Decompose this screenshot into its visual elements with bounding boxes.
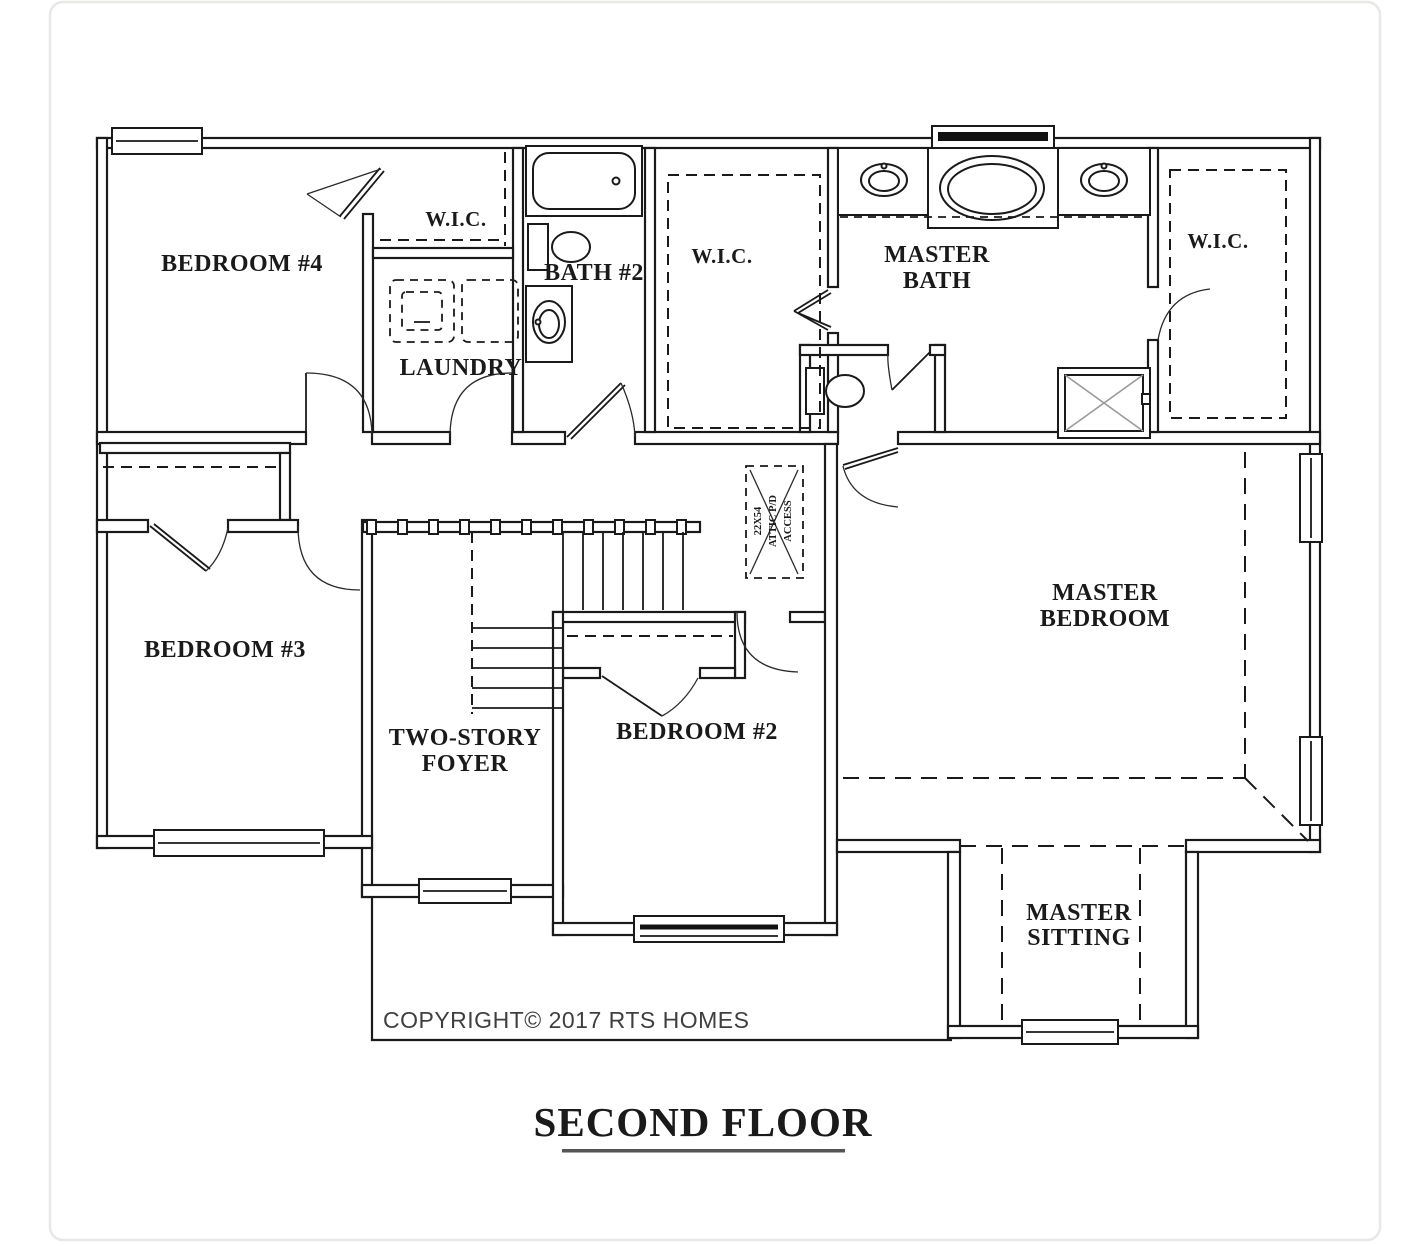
window-master-bedroom-right-lower	[1299, 736, 1323, 826]
door-bath2	[566, 382, 636, 440]
room-label-laundry: LAUNDRY	[400, 355, 523, 381]
toilet-bath2	[527, 223, 591, 271]
vanity-sink-master-right	[1057, 147, 1151, 216]
washer-icon	[389, 279, 455, 343]
window-bedroom4-top	[111, 127, 203, 155]
room-label-master-sitting-1: MASTER	[1026, 900, 1132, 926]
master-sitting-dash	[960, 845, 1186, 1026]
room-label-master-sitting-2: SITTING	[1027, 925, 1131, 951]
door-wic-right	[1157, 288, 1211, 341]
room-label-master-bedroom-1: MASTER	[1052, 580, 1158, 606]
wic-left-shelf-dash	[667, 174, 821, 429]
room-label-foyer-2: FOYER	[422, 751, 509, 777]
stair-treads-upper	[562, 532, 684, 612]
dashed-lines	[103, 152, 1309, 1026]
door-wic-left-bifold	[793, 289, 832, 331]
stairs	[361, 519, 702, 714]
toilet-master	[805, 367, 865, 415]
window-bedroom3-bottom	[153, 829, 325, 857]
room-label-bath2: BATH #2	[544, 260, 644, 286]
window-master-sitting-bottom	[1021, 1019, 1119, 1045]
fixtures	[389, 145, 1151, 439]
shower-master	[1057, 367, 1151, 439]
room-label-bedroom4: BEDROOM #4	[161, 251, 323, 277]
sink-vanity-bath2	[525, 285, 573, 363]
door-bedroom3	[297, 525, 361, 591]
room-labels: BEDROOM #4 W.I.C. LAUNDRY BATH #2 W.I.C.…	[144, 207, 1248, 951]
plan-title: SECOND FLOOR	[534, 1099, 873, 1153]
room-label-bedroom2: BEDROOM #2	[616, 719, 778, 745]
room-label-foyer-1: TWO-STORY	[389, 725, 542, 751]
plan-title-underline	[562, 1149, 845, 1153]
master-tray-ceiling-dash	[843, 452, 1309, 842]
plan-title-text: SECOND FLOOR	[534, 1099, 873, 1145]
attic-access-symbol	[745, 465, 804, 579]
room-label-wic-left: W.I.C.	[691, 244, 752, 268]
wic-right-shelf-dash	[1169, 169, 1287, 419]
door-laundry	[449, 372, 513, 438]
attic-access-label-3: ACCESS	[783, 500, 794, 542]
garden-tub-master	[927, 147, 1059, 229]
attic-access-label-1: 22X54	[753, 506, 764, 535]
room-label-master-bath-2: BATH	[903, 268, 971, 294]
room-label-wic-right: W.I.C.	[1187, 229, 1248, 253]
dryer-icon	[461, 279, 519, 343]
stair-treads-lower	[472, 627, 563, 709]
window-master-bedroom-right-upper	[1299, 453, 1323, 543]
room-label-master-bath-1: MASTER	[884, 242, 990, 268]
windows	[111, 125, 1323, 1045]
door-master-toilet	[887, 351, 931, 391]
door-master-bedroom	[842, 447, 899, 508]
door-bedroom3-closet	[149, 523, 229, 572]
attic-access-label-2: ATTIC P/D	[768, 495, 779, 547]
bathtub-bath2	[525, 145, 643, 217]
window-bedroom2-bottom	[633, 915, 785, 943]
window-foyer-bottom	[418, 878, 512, 904]
room-label-bedroom4-wic: W.I.C.	[425, 207, 486, 231]
room-label-bedroom3: BEDROOM #3	[144, 637, 306, 663]
doors	[149, 167, 1211, 717]
door-bedroom2-closet	[601, 675, 699, 717]
door-bedroom4	[305, 372, 373, 438]
roof-outline-below	[370, 897, 952, 1042]
copyright-text: COPYRIGHT© 2017 RTS HOMES	[383, 1007, 749, 1033]
vanity-sink-master-left	[837, 147, 931, 216]
door-bedroom2	[736, 611, 799, 673]
railing-balusters	[366, 519, 687, 535]
room-label-master-bedroom-2: BEDROOM	[1040, 606, 1170, 632]
door-bedroom4-wic	[306, 167, 385, 220]
